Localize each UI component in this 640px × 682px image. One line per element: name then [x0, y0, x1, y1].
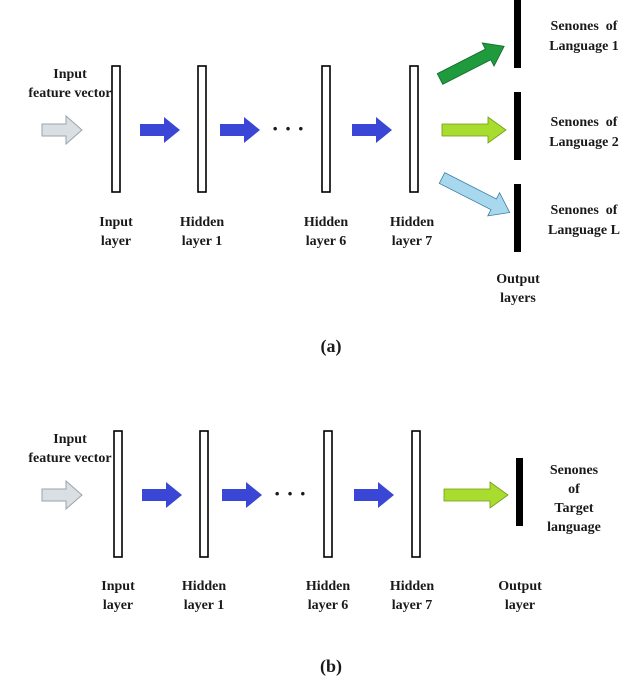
- output-layer-label-b-line1: Output: [498, 579, 542, 594]
- hidden-layer-6-label-a-line1: Hidden: [304, 215, 349, 230]
- hidden-arrow-b-3: [354, 482, 394, 508]
- input-arrow-a: [41, 114, 83, 146]
- ellipsis-dots-a: · · ·: [271, 116, 304, 141]
- output-bar-language-l: [514, 184, 521, 252]
- output-language-1-label-line1: Senones of: [551, 19, 618, 34]
- output-language-2-label-line1: Senones of: [551, 115, 618, 130]
- output-target-label-line2: of: [568, 482, 580, 497]
- output-bar-language-2: [514, 92, 521, 160]
- output-language-l-label-line2: Language L: [548, 223, 620, 238]
- output-arrow-language-2: [441, 116, 507, 144]
- output-arrow-language-1: [436, 42, 505, 85]
- input-feature-label-b-line1: Input: [53, 432, 87, 447]
- input-layer-bar-a: [111, 65, 121, 193]
- hidden-layer-7-bar-b: [411, 430, 421, 558]
- input-feature-label-b-line2: feature vector: [28, 451, 111, 466]
- output-target-label-line1: Senones: [550, 463, 599, 478]
- output-language-l-label-line1: Senones of: [551, 203, 618, 218]
- input-layer-label-b-line1: Input: [101, 579, 135, 594]
- output-target-label-line4: language: [547, 520, 601, 535]
- output-target-label-line3: Target: [554, 501, 593, 516]
- output-bar-language-1: [514, 0, 521, 68]
- input-layer-label-a-line2: layer: [101, 234, 131, 249]
- panel-b: Input feature vector · · · Input layer H…: [28, 430, 601, 677]
- output-arrow-target-language: [443, 481, 509, 509]
- hidden-arrow-a-2: [220, 117, 260, 143]
- hidden-layer-7-label-a-line2: layer 7: [392, 234, 433, 249]
- output-language-1-label-line2: Language 1: [549, 39, 619, 54]
- output-layer-label-b-line2: layer: [505, 598, 535, 613]
- hidden-layer-1-bar-b: [199, 430, 209, 558]
- hidden-layer-6-label-a-line2: layer 6: [306, 234, 347, 249]
- hidden-arrow-b-1: [142, 482, 182, 508]
- hidden-layer-6-label-b-line1: Hidden: [306, 579, 351, 594]
- hidden-arrow-b-2: [222, 482, 262, 508]
- hidden-arrow-a-1: [140, 117, 180, 143]
- input-layer-label-b-line2: layer: [103, 598, 133, 613]
- hidden-layer-7-label-a-line1: Hidden: [390, 215, 435, 230]
- output-layers-label-line2: layers: [500, 291, 536, 306]
- hidden-layer-1-label-b-line1: Hidden: [182, 579, 227, 594]
- output-layers-label-line1: Output: [496, 272, 540, 287]
- input-layer-label-a-line1: Input: [99, 215, 133, 230]
- input-arrow-b: [41, 479, 83, 511]
- output-language-2-label-line2: Language 2: [549, 135, 619, 150]
- output-bar-target-language: [516, 458, 523, 526]
- caption-b: (b): [320, 656, 342, 677]
- input-feature-label-a-line1: Input: [53, 67, 87, 82]
- hidden-arrow-a-3: [352, 117, 392, 143]
- hidden-layer-7-label-b-line2: layer 7: [392, 598, 433, 613]
- ellipsis-dots-b: · · ·: [273, 481, 306, 506]
- hidden-layer-1-label-a-line2: layer 1: [182, 234, 223, 249]
- hidden-layer-7-bar-a: [409, 65, 419, 193]
- hidden-layer-1-label-b-line2: layer 1: [184, 598, 225, 613]
- hidden-layer-1-bar-a: [197, 65, 207, 193]
- hidden-layer-6-bar-a: [321, 65, 331, 193]
- hidden-layer-6-label-b-line2: layer 6: [308, 598, 349, 613]
- hidden-layer-7-label-b-line1: Hidden: [390, 579, 435, 594]
- caption-a: (a): [321, 336, 342, 357]
- input-layer-bar-b: [113, 430, 123, 558]
- input-feature-label-a-line2: feature vector: [28, 86, 111, 101]
- hidden-layer-6-bar-b: [323, 430, 333, 558]
- panel-a: Input feature vector · · · Input layer H…: [28, 0, 620, 357]
- output-arrow-language-l: [438, 172, 511, 217]
- hidden-layer-1-label-a-line1: Hidden: [180, 215, 225, 230]
